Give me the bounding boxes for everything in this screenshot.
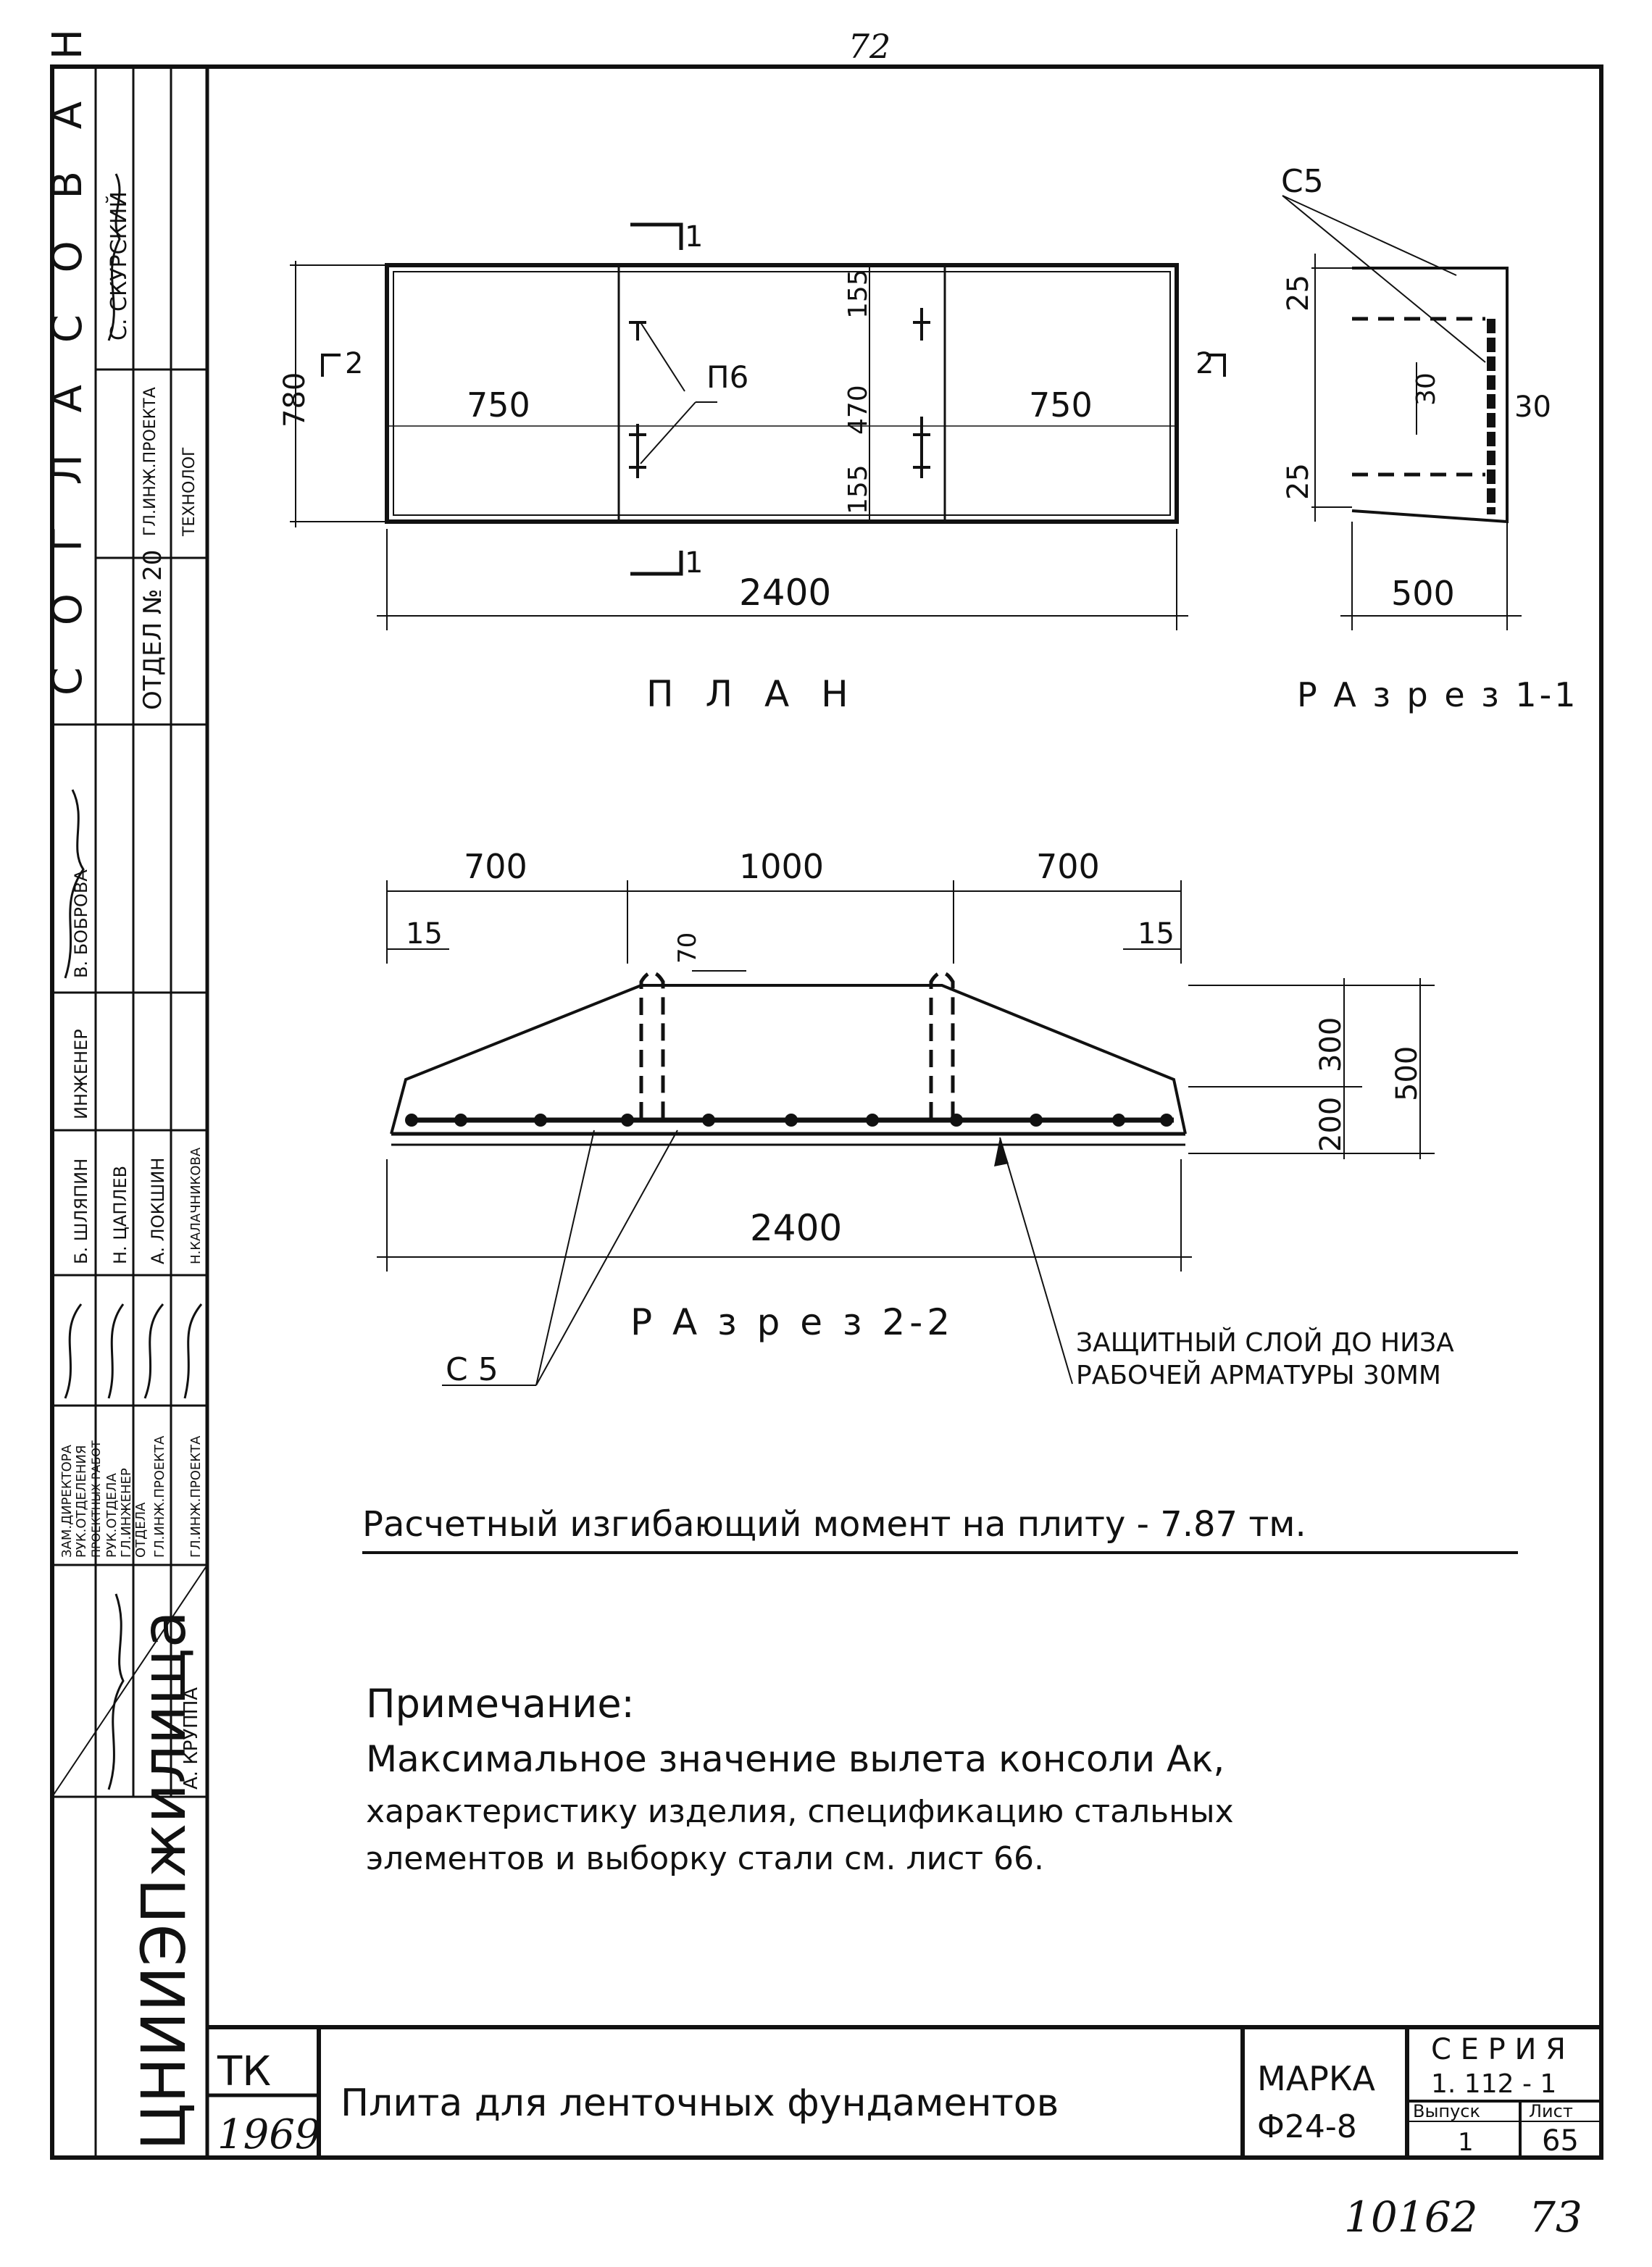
plan-item-label: П6 [706,359,748,395]
plan-dim-right: 750 [1029,385,1093,425]
sidebar-lokshin: А. ЛОКШИН [148,1158,168,1264]
signatures-row [64,1303,203,1399]
sidebar-kalachnikova: Н.КАЛАЧНИКОВА [188,1147,204,1264]
plan-cut2-right: 2 [1196,347,1214,380]
tb-marka-value: Ф24-8 [1257,2108,1357,2145]
plan-title: П Л А Н [646,673,859,715]
sidebar-role7: ОТДЕЛА [133,1502,149,1558]
sidebar-kruppa: А. КРУППА [180,1687,202,1790]
sec2-protect-line1: ЗАЩИТНЫЙ СЛОЙ ДО НИЗА [1076,1327,1454,1358]
moment-text: Расчетный изгибающий момент на плиту - 7… [362,1504,1306,1545]
tb-list-value: 65 [1542,2124,1579,2158]
note-line3: элементов и выборку стали см. лист 66. [366,1840,1044,1877]
sec1-dim-top: 25 [1282,275,1315,312]
plan-view: П6 780 750 750 155 470 155 2400 1 1 2 2 … [278,220,1226,715]
approval-sidebar: С О Г Л А С О В А Н О С. СКУРСКИЙ ГЛ.ИНЖ… [44,0,208,2158]
sec2-dim-right: 700 [1036,847,1100,886]
plan-dim-height: 780 [278,372,312,427]
tb-vypusk-label: Выпуск [1413,2101,1480,2121]
sidebar-role4: ПРОЕКТНЫХ РАБОТ [89,1440,103,1558]
plan-dim-total: 2400 [739,572,831,614]
plan-dim-bottom: 155 [843,464,873,514]
sidebar-surname1: С. СКУРСКИЙ [106,191,132,341]
sec1-label-c5: С5 [1281,163,1324,200]
note-block: Примечание: Максимальное значение вылета… [366,1681,1234,1877]
sec2-dim-300: 300 [1314,1017,1348,1072]
plan-cut1-top: 1 [685,220,703,254]
sidebar-role8: ГЛ.ИНЖ.ПРОЕКТА [152,1435,167,1558]
tb-tk: ТК [217,2048,271,2095]
sec2-dim-200: 200 [1314,1097,1348,1152]
tb-series-value: 1. 112 - 1 [1431,2069,1556,2099]
sidebar-engineer: ИНЖЕНЕР [71,1029,91,1119]
plan-outline [385,263,1179,524]
sec2-title: Р А з р е з 2-2 [630,1301,954,1343]
note-line2: характеристику изделия, спецификацию ста… [366,1793,1234,1830]
sec2-dim-500: 500 [1390,1046,1424,1101]
sidebar-role5: РУК.ОТДЕЛА [104,1473,120,1558]
note-heading: Примечание: [366,1681,635,1727]
note-line1: Максимальное значение вылета консоли Ак, [366,1738,1225,1780]
plan-cut2-left: 2 [345,347,363,380]
sidebar-chaplev: Н. ЦАПЛЕВ [110,1166,130,1264]
sec2-dim-edge-right: 15 [1138,917,1175,951]
sidebar-role1: ГЛ.ИНЖ.ПРОЕКТА [141,387,159,536]
title-block: ТК 1969 Плита для ленточных фундаментов … [207,2025,1601,2158]
sec1-dim-30-vertical: 30 [1411,372,1441,406]
sidebar-role2: ЗАМ.ДИРЕКТОРА [59,1444,75,1558]
sec1-dim-bottom: 25 [1282,463,1315,500]
sec2-dim-total: 2400 [750,1207,842,1249]
sidebar-header: С О Г Л А С О В А Н О [44,0,91,696]
tb-title: Плита для ленточных фундаментов [341,2082,1059,2125]
tb-vypusk-value: 1 [1458,2128,1474,2157]
section-2-2: 700 1000 700 15 15 70 300 200 500 [377,847,1454,1390]
signature-1 [107,173,121,341]
plan-dim-top: 155 [843,269,873,319]
footer-number-1: 10162 [1344,2192,1478,2242]
sec2-dim-loop: 70 [673,932,702,964]
plan-dim-left: 750 [467,385,530,425]
sec1-title: Р А з р е з 1-1 [1297,675,1579,714]
sidebar-role6: ГЛ.ИНЖЕНЕР [119,1468,134,1558]
sec2-outline [390,984,1187,1135]
sidebar-role1b: ТЕХНОЛОГ [180,446,199,537]
tb-series-label: С Е Р И Я [1431,2033,1566,2066]
sec2-dim-left: 700 [464,847,527,886]
sec2-dim-middle: 1000 [739,847,824,886]
tb-marka-label: МАРКА [1257,2059,1376,2098]
footer-number-2: 73 [1529,2192,1582,2242]
sec2-label-c5: С 5 [446,1351,498,1388]
tb-year: 1969 [217,2111,321,2158]
sec2-dim-edge-left: 15 [406,917,443,951]
sidebar-shlyapin: Б. ШЛЯПИН [71,1158,91,1264]
page-top-number: 72 [848,27,891,66]
sec2-protect-line2: РАБОЧЕЙ АРМАТУРЫ 30ММ [1076,1360,1441,1390]
signature-3 [107,1593,125,1790]
sec1-dim-30-side: 30 [1514,391,1551,424]
sidebar-role3: РУК.ОТДЕЛЕНИЯ [74,1445,89,1558]
sidebar-dept: ОТДЕЛ № 20 [138,550,167,710]
sec1-dim-width: 500 [1391,574,1455,613]
sidebar-org: ЦНИИЭПжилища [128,1611,199,2150]
signature-2 [64,789,85,979]
tb-list-label: Лист [1529,2101,1573,2121]
sidebar-role9: ГЛ.ИНЖ.ПРОЕКТА [188,1435,204,1558]
section-1-1: 25 25 30 30 С5 500 Р А з р е з 1-1 [1281,163,1579,714]
sheet-frame [50,64,1603,2160]
plan-dim-middle: 470 [843,385,873,435]
plan-cut1-bottom: 1 [685,546,703,580]
